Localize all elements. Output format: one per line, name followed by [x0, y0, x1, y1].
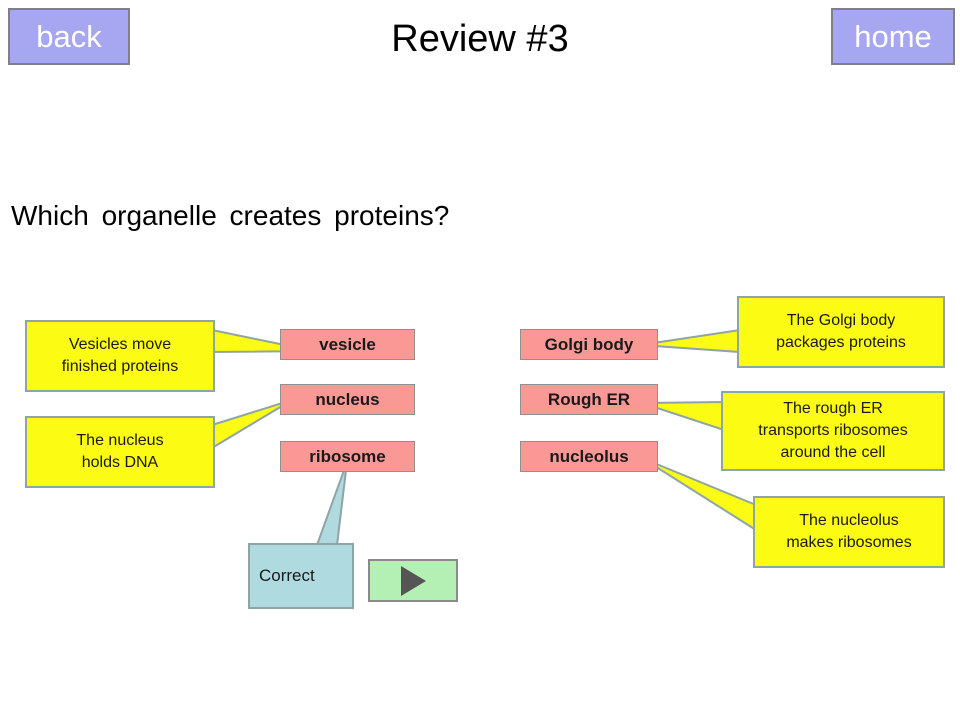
- rough-er-callout: The rough ER transports ribosomes around t…: [721, 391, 945, 471]
- home-button[interactable]: home: [831, 8, 955, 65]
- callout-line: The Golgi body: [786, 312, 896, 329]
- answer-rough-er[interactable]: Rough ER: [520, 384, 658, 415]
- answer-golgi-body[interactable]: Golgi body: [520, 329, 658, 360]
- answer-nucleolus[interactable]: nucleolus: [520, 441, 658, 472]
- callout-line: holds DNA: [81, 454, 159, 471]
- vesicle-callout: Vesicles move finished proteins: [25, 320, 215, 392]
- callout-line: Vesicles move: [68, 336, 172, 353]
- answer-ribosome[interactable]: ribosome: [280, 441, 415, 472]
- page-title: Review #3: [391, 18, 569, 60]
- callout-line: transports ribosomes: [758, 422, 908, 439]
- nucleus-callout: The nucleus holds DNA: [25, 416, 215, 488]
- callout-line: The nucleus: [76, 432, 164, 449]
- answer-vesicle[interactable]: vesicle: [280, 329, 415, 360]
- callout-line: finished proteins: [61, 358, 179, 375]
- callout-line: makes ribosomes: [786, 534, 912, 551]
- question-text: Which organelle creates proteins?: [11, 200, 450, 231]
- feedback-correct: Correct: [248, 543, 354, 609]
- answer-nucleus[interactable]: nucleus: [280, 384, 415, 415]
- nucleolus-callout: The nucleolus makes ribosomes: [753, 496, 945, 568]
- golgi-callout: The Golgi body packages proteins: [737, 296, 945, 368]
- next-button[interactable]: [368, 559, 458, 602]
- feedback-callout-tail: [315, 461, 348, 546]
- callout-line: packages proteins: [776, 334, 906, 351]
- play-triangle-icon: [401, 565, 426, 596]
- callout-line: The rough ER: [783, 400, 883, 417]
- callout-line: around the cell: [780, 444, 886, 461]
- back-button[interactable]: back: [8, 8, 130, 65]
- callout-line: The nucleolus: [799, 512, 899, 529]
